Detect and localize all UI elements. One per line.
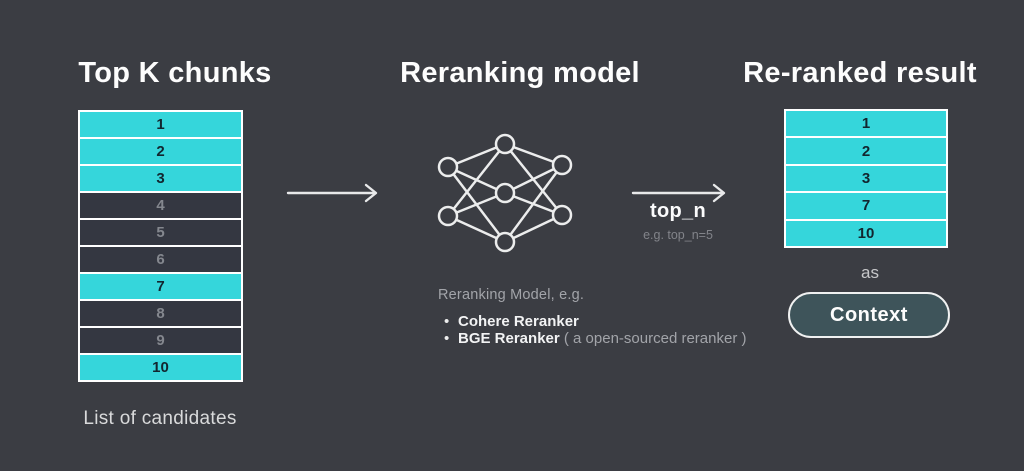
- neural-network-icon: [437, 133, 573, 253]
- chunk-row: 5: [80, 220, 241, 247]
- chunk-row: 8: [80, 301, 241, 328]
- reranking-model-title: Reranking model: [400, 57, 640, 89]
- result-row: 1: [786, 111, 946, 139]
- top-k-chunks-stack: 1 2 3 4 5 6 7 8 9 10: [78, 110, 243, 382]
- chunk-row: 2: [80, 139, 241, 166]
- reranking-model-note-heading: Reranking Model, e.g.: [438, 287, 585, 303]
- top-k-chunks-title: Top K chunks: [78, 57, 272, 89]
- top-n-label: top_n: [650, 200, 706, 222]
- list-of-candidates-caption: List of candidates: [83, 408, 237, 429]
- context-pill: Context: [788, 292, 950, 338]
- chunk-row: 7: [80, 274, 241, 301]
- reranker-bullet-cohere: Cohere Reranker: [442, 313, 746, 330]
- chunk-row: 4: [80, 193, 241, 220]
- reranker-bullet-bge: BGE Reranker ( a open-sourced reranker ): [442, 330, 746, 347]
- reranker-examples-list: Cohere Reranker BGE Reranker ( a open-so…: [442, 313, 746, 347]
- reranked-result-title: Re-ranked result: [743, 57, 977, 89]
- result-row: 3: [786, 165, 946, 194]
- result-row: 10: [786, 220, 946, 247]
- top-n-example: e.g. top_n=5: [643, 228, 713, 242]
- chunk-row: 10: [80, 355, 241, 380]
- chunk-row: 6: [80, 247, 241, 274]
- chunk-row: 3: [80, 166, 241, 193]
- result-row: 2: [786, 138, 946, 166]
- reranked-result-stack: 1 2 3 7 10: [784, 109, 948, 248]
- chunk-row: 1: [80, 112, 241, 139]
- as-label: as: [861, 263, 879, 282]
- arrow-right-icon: [631, 183, 726, 203]
- result-row: 7: [786, 193, 946, 221]
- arrow-right-icon: [286, 183, 378, 203]
- chunk-row: 9: [80, 328, 241, 355]
